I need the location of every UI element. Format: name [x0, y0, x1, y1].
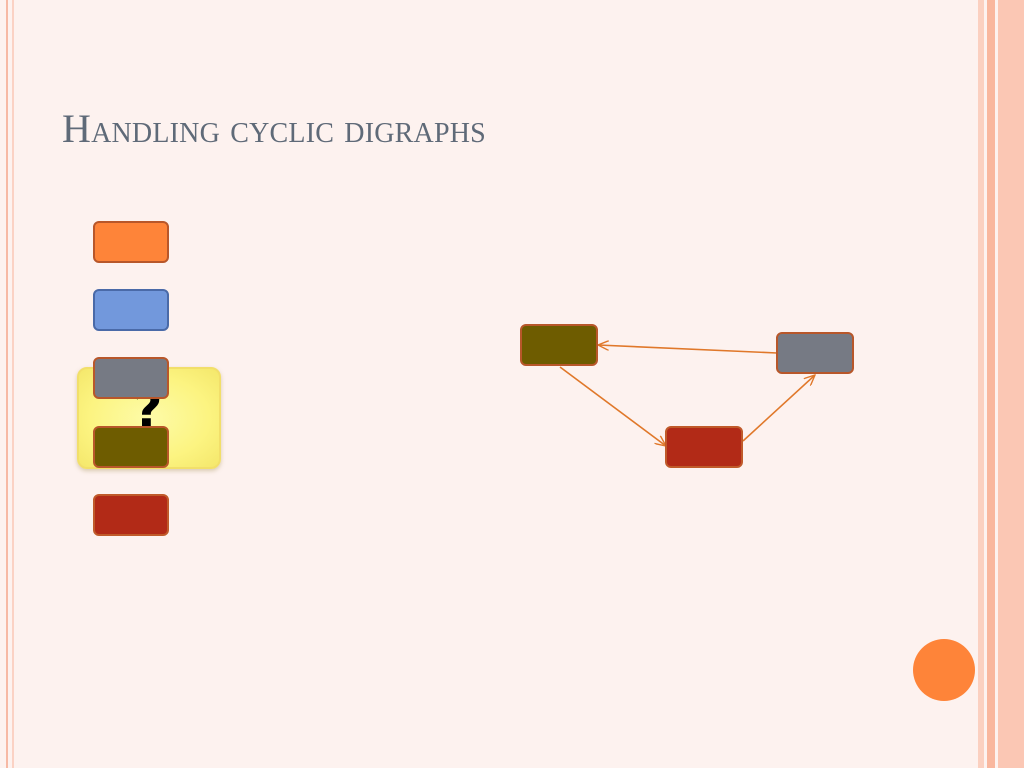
left-border-line-inner: [12, 0, 14, 768]
slide-title: Handling cyclic digraphs: [62, 106, 486, 151]
edge-olive-to-red: [559, 366, 666, 446]
edge-gray-to-olive: [598, 345, 778, 354]
left-border-line: [6, 0, 8, 768]
graph-node-gray: [776, 332, 854, 374]
right-stripe: [987, 0, 995, 768]
right-stripe-gap: [984, 0, 987, 768]
graph-node-red: [665, 426, 743, 468]
stack-node-gray: [93, 357, 169, 399]
edge-red-to-gray: [742, 375, 815, 442]
stack-node-orange: [93, 221, 169, 263]
right-stripe-wide: [998, 0, 1024, 768]
graph-node-olive: [520, 324, 598, 366]
stack-node-red: [93, 494, 169, 536]
stack-node-olive: [93, 426, 169, 468]
right-stripe-gap: [995, 0, 998, 768]
right-stripe: [978, 0, 984, 768]
orange-circle-decoration: [913, 639, 975, 701]
stack-node-blue: [93, 289, 169, 331]
